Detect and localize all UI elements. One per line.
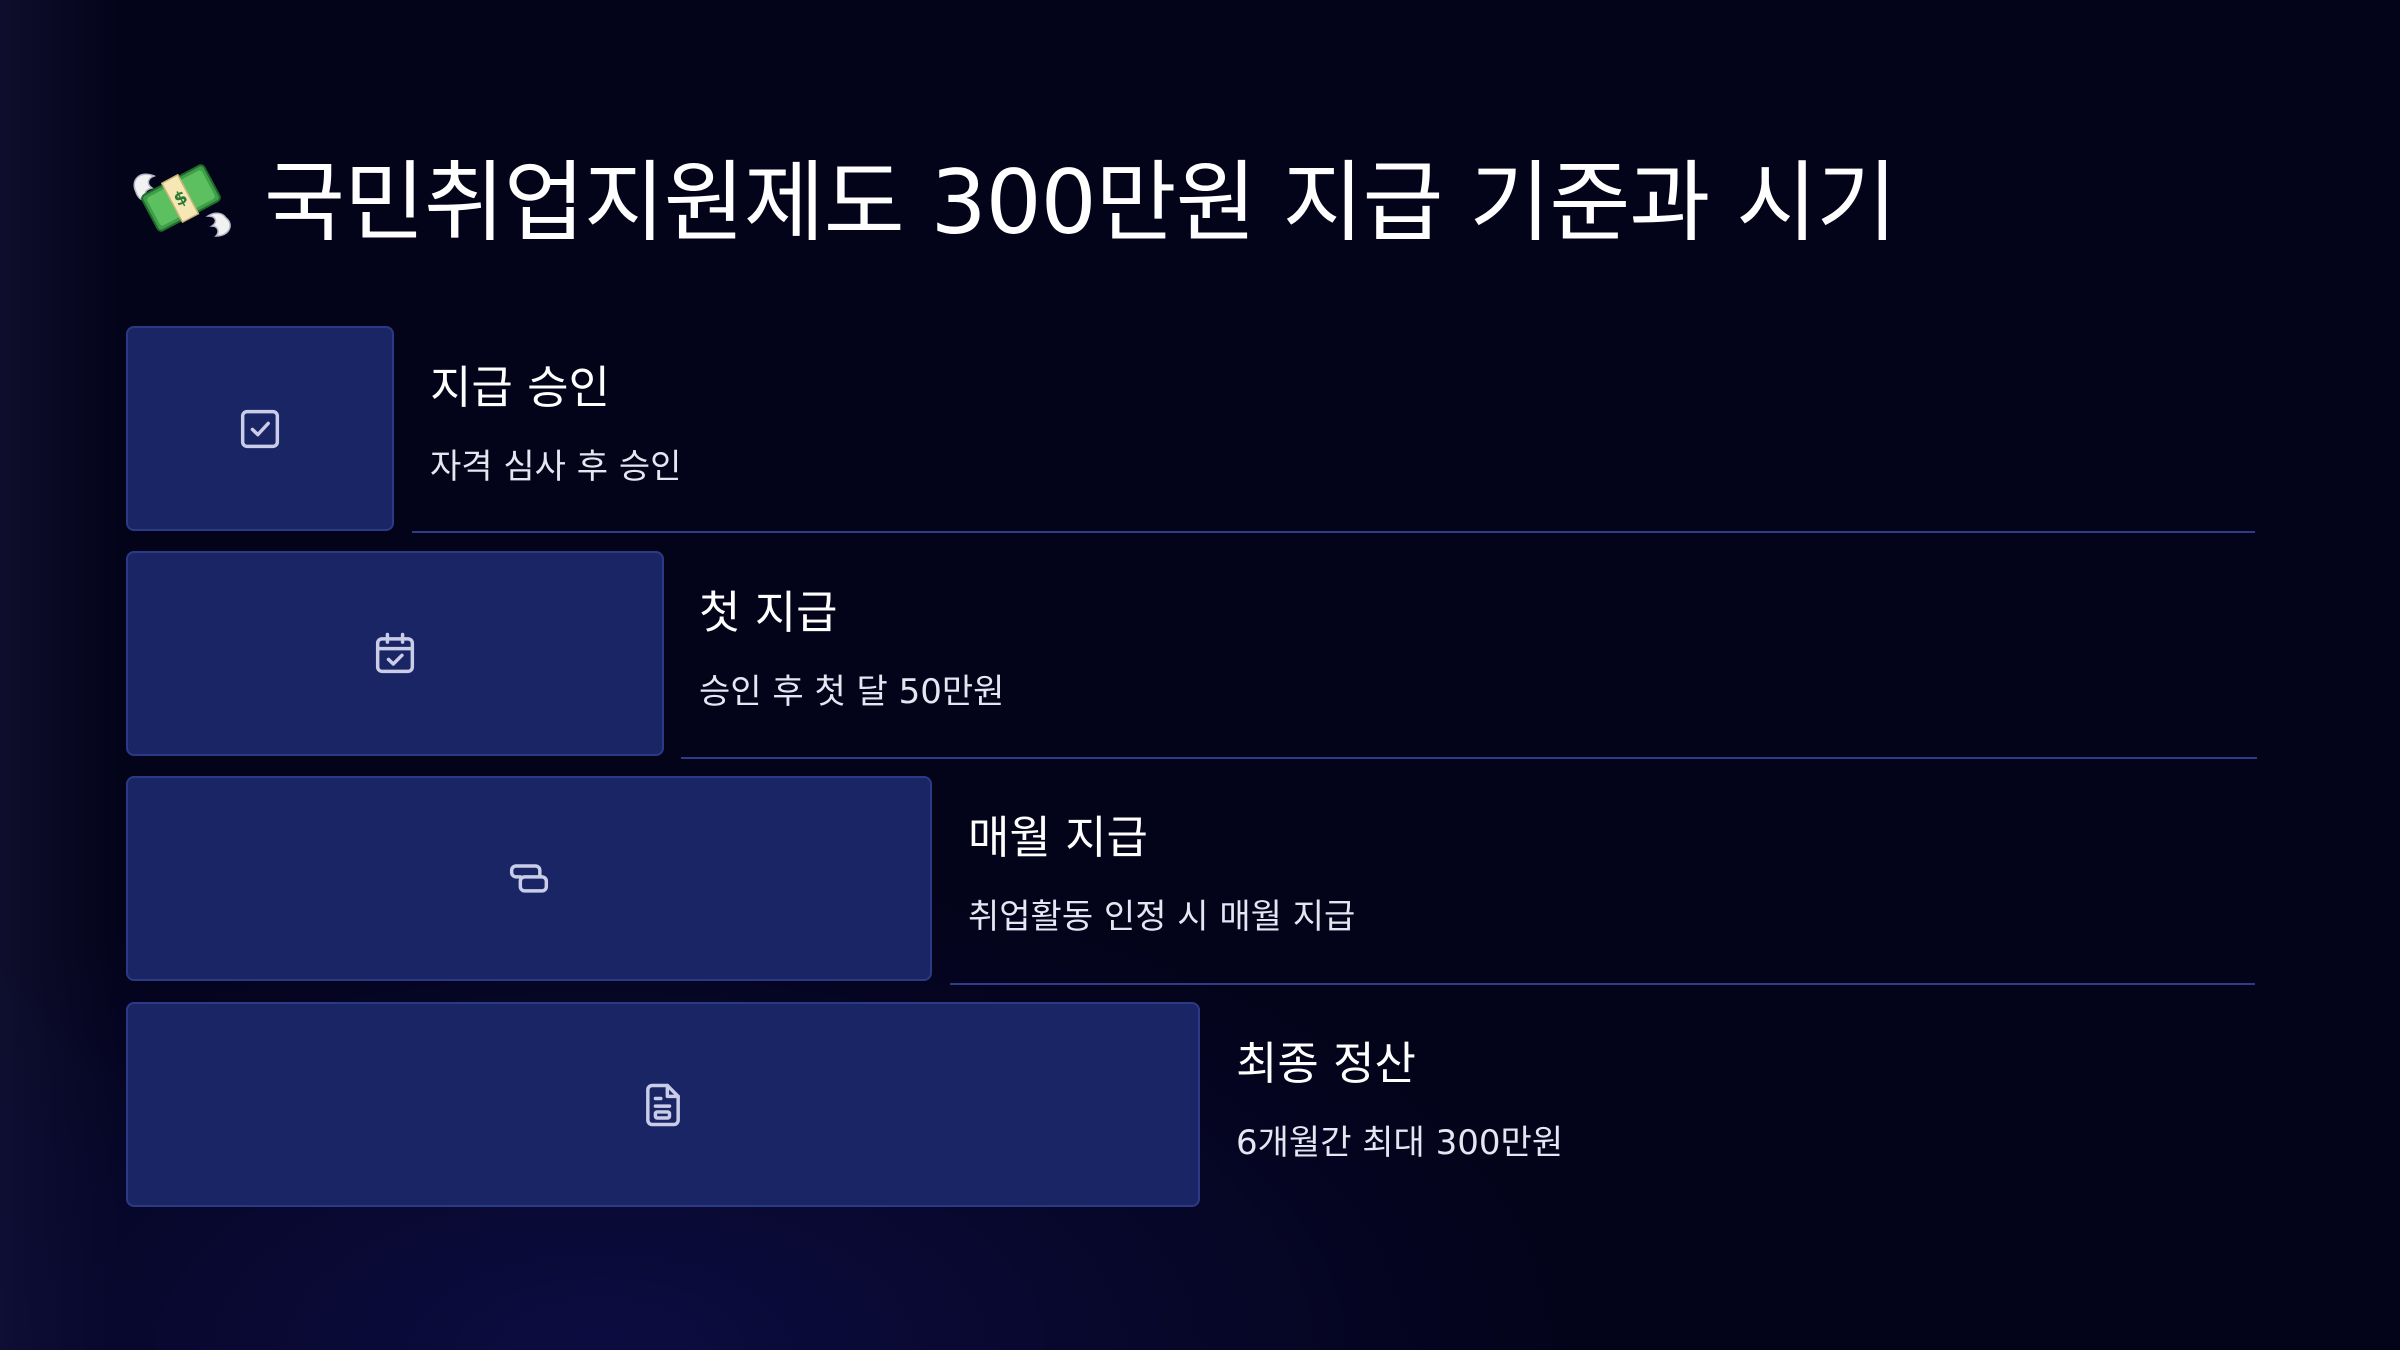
checkbox-icon <box>240 409 280 448</box>
step-divider <box>412 531 2255 533</box>
step-final-settlement-text: 최종 정산 6개월간 최대 300만원 <box>1236 1034 1563 1166</box>
calendar-check-icon <box>375 632 415 673</box>
step-heading: 매월 지급 <box>968 811 1148 864</box>
step-divider <box>950 983 2255 985</box>
step-approval-text: 지급 승인 자격 심사 후 승인 <box>430 358 681 490</box>
step-description: 취업활동 인정 시 매월 지급 <box>968 897 1356 937</box>
step-monthly-payment-text: 매월 지급 취업활동 인정 시 매월 지급 <box>968 808 1355 940</box>
step-description: 승인 후 첫 달 50만원 <box>699 672 1005 712</box>
money-with-wings-icon: $ <box>133 164 231 237</box>
step-final-settlement-box <box>126 1002 1200 1207</box>
step-monthly-payment-box <box>126 776 932 981</box>
step-heading: 첫 지급 <box>699 586 838 639</box>
stacked-cards-icon <box>509 863 549 893</box>
step-heading: 최종 정산 <box>1236 1037 1416 1090</box>
step-first-payment-text: 첫 지급 승인 후 첫 달 50만원 <box>699 583 1004 715</box>
step-heading: 지급 승인 <box>430 361 610 414</box>
page-title-text: 국민취업지원제도 300만원 지급 기준과 시기 <box>264 150 1897 254</box>
step-approval-box <box>126 326 394 531</box>
step-description: 자격 심사 후 승인 <box>430 447 682 487</box>
page-title: $ 국민취업지원제도 300만원 지급 기준과 시기 <box>126 130 1897 260</box>
document-icon <box>646 1083 680 1126</box>
step-divider <box>681 757 2257 759</box>
step-first-payment-box <box>126 551 664 756</box>
step-description: 6개월간 최대 300만원 <box>1236 1123 1564 1163</box>
